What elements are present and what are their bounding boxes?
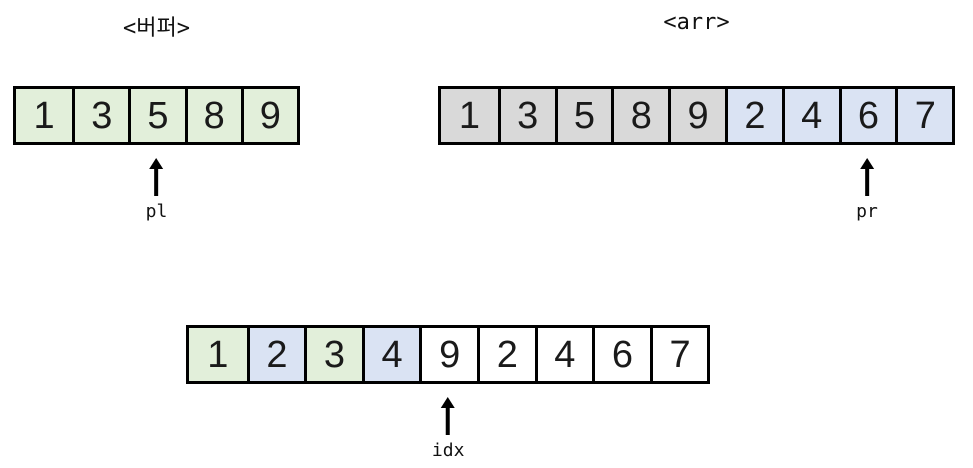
array-cell: 1 [189,328,247,381]
pointer-pr-label: pr [856,201,878,222]
array-cell: 6 [592,328,650,381]
array-cell: 4 [781,89,839,142]
array-cell: 4 [534,328,593,381]
array-cell: 2 [724,89,782,142]
array-cell: 5 [554,89,612,142]
array-cell: 4 [361,328,420,381]
array-cell: 3 [72,89,129,142]
array-cell: 6 [838,89,896,142]
array-cell: 9 [240,89,297,142]
array-cell: 5 [128,89,185,142]
arr-title: <arr> [663,10,730,35]
array-cell: 2 [476,328,535,381]
array-cell: 8 [184,89,241,142]
array-cell: 9 [419,328,477,381]
array-cell: 7 [895,89,953,142]
pointer-pl: pl [146,158,168,221]
array-cell: 7 [649,328,708,381]
array-cell: 8 [611,89,669,142]
array-cell: 1 [16,89,73,142]
pointer-pr: pr [856,158,878,221]
array-cell: 2 [246,328,305,381]
pointer-idx-label: idx [431,440,465,461]
pointer-pl-label: pl [145,201,168,222]
arrow-up-icon [440,397,456,435]
array-cell: 3 [497,89,555,142]
array-cell: 9 [668,89,725,142]
arrow-up-icon [149,158,165,196]
array-cell: 3 [304,328,362,381]
array-cell: 1 [441,89,498,142]
buffer-title: <버퍼> [123,16,190,41]
arrow-up-icon [859,158,875,196]
pointer-idx: idx [432,397,465,460]
